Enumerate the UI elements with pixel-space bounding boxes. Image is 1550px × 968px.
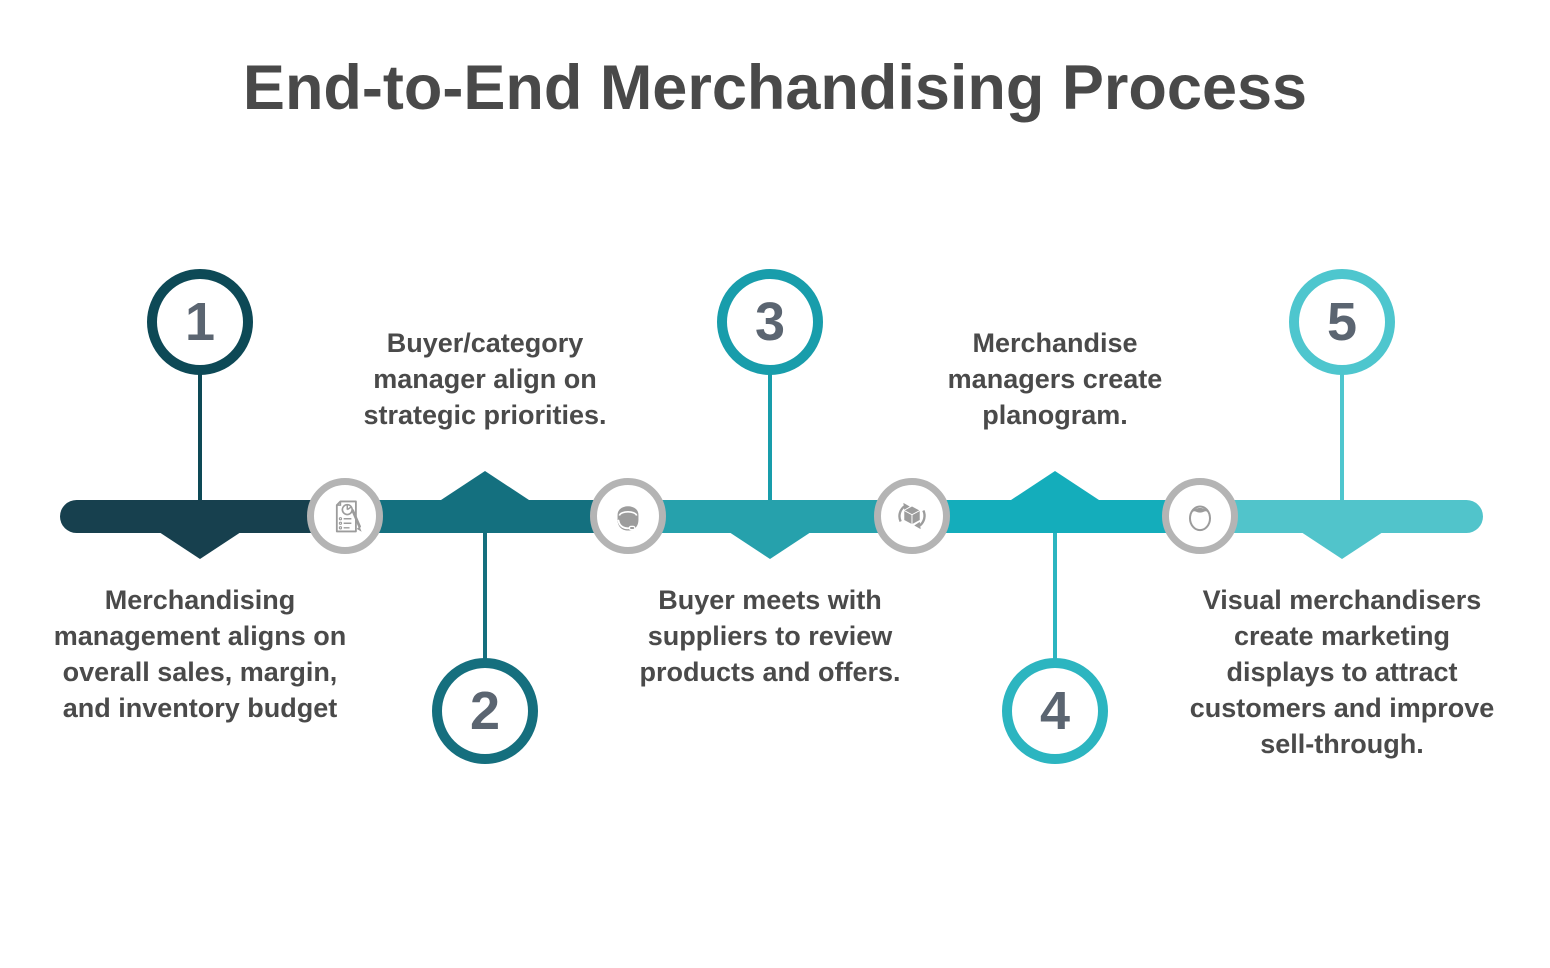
step-description-2: Buyer/category manager align on strategi…	[363, 328, 607, 430]
connector-step-3	[768, 372, 772, 502]
step-description-5: Visual merchandisers create marketing di…	[1189, 585, 1495, 759]
step-description-3: Buyer meets with suppliers to review pro…	[639, 585, 901, 687]
step-circle-1: 1	[147, 269, 253, 375]
connector-step-2	[483, 531, 487, 661]
arrow-up-step-4	[1011, 471, 1099, 500]
timeline-segment-3	[628, 500, 912, 533]
step-description-4: Merchandise managers create planogram.	[947, 328, 1163, 430]
arrow-down-step-5	[1298, 530, 1386, 559]
timeline-segment-4	[912, 500, 1200, 533]
step-circle-2: 2	[432, 658, 538, 764]
step-circle-3: 3	[717, 269, 823, 375]
step-number-2: 2	[469, 681, 501, 741]
connector-step-5	[1340, 372, 1344, 502]
step-number-3: 3	[754, 292, 786, 352]
arrow-up-step-2	[441, 471, 529, 500]
step-description-1: Merchandising management aligns on overa…	[53, 585, 347, 723]
page-title: End-to-End Merchandising Process	[242, 53, 1308, 123]
arrow-down-step-1	[156, 530, 244, 559]
timeline-bar	[60, 500, 1483, 533]
step-number-5: 5	[1326, 292, 1358, 352]
timeline-segment-1	[60, 500, 345, 533]
connector-step-1	[198, 372, 202, 502]
connector-step-4	[1053, 531, 1057, 661]
step-circle-4: 4	[1002, 658, 1108, 764]
support-headset-icon	[590, 478, 666, 554]
timeline-segment-5	[1200, 500, 1483, 533]
package-distribution-icon	[874, 478, 950, 554]
arrow-down-step-3	[726, 530, 814, 559]
step-number-1: 1	[184, 292, 216, 352]
report-checklist-icon	[307, 478, 383, 554]
person-face-icon	[1162, 478, 1238, 554]
step-number-4: 4	[1039, 681, 1071, 741]
step-circle-5: 5	[1289, 269, 1395, 375]
timeline-segment-2	[345, 500, 628, 533]
